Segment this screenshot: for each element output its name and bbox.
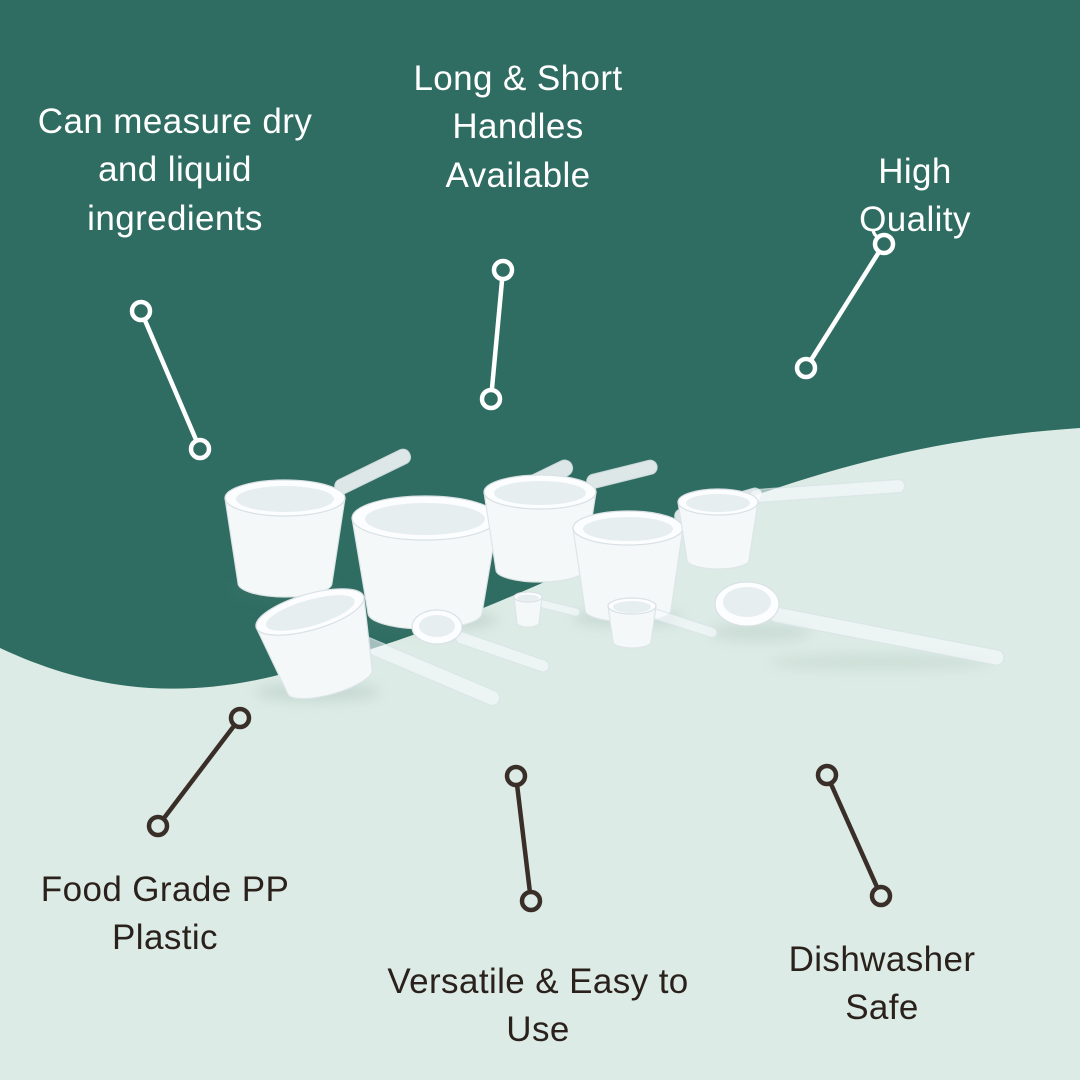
connector-dot [869,884,893,908]
callout-quality-label: High Quality [859,152,971,240]
connector-measure [129,299,212,461]
connector-dot [519,889,543,913]
connector-versatile [504,764,543,913]
connector-dot [491,258,515,282]
connector-dishwasher [815,763,893,908]
callout-food-grade-label: Food Grade PP Plastic [40,870,290,958]
scoop-tilted-lower-left [255,588,501,707]
connector-dot [228,706,252,730]
scoop-small-long-handle [677,479,906,570]
connector-dot [129,299,153,323]
scoop-large-left [224,448,412,598]
connector-dot [794,356,818,380]
connector-dot [504,764,528,788]
callout-versatile-label: Versatile & Easy to Use [387,962,689,1050]
measuring-spoon-small [411,609,550,673]
connector-dot [146,814,170,838]
scoop-medium-upper [483,459,658,583]
connector-dot [815,763,839,787]
callout-measure-label: Can measure dry and liquid ingredients [37,102,313,238]
connector-quality [794,232,896,380]
connector-dot [479,387,503,411]
callout-dishwasher-label: Dishwasher Safe [788,940,976,1028]
connector-food-grade [146,706,252,838]
callout-handles-label: Long & Short Handles Available [413,59,623,195]
connector-dot [872,232,896,256]
measuring-spoon-long-handle [714,581,1005,666]
scoop-small-center [607,597,718,649]
connector-dot [188,437,212,461]
connector-handles [479,258,515,411]
wave-shape [0,428,1080,1080]
scoop-tiny [513,591,581,628]
